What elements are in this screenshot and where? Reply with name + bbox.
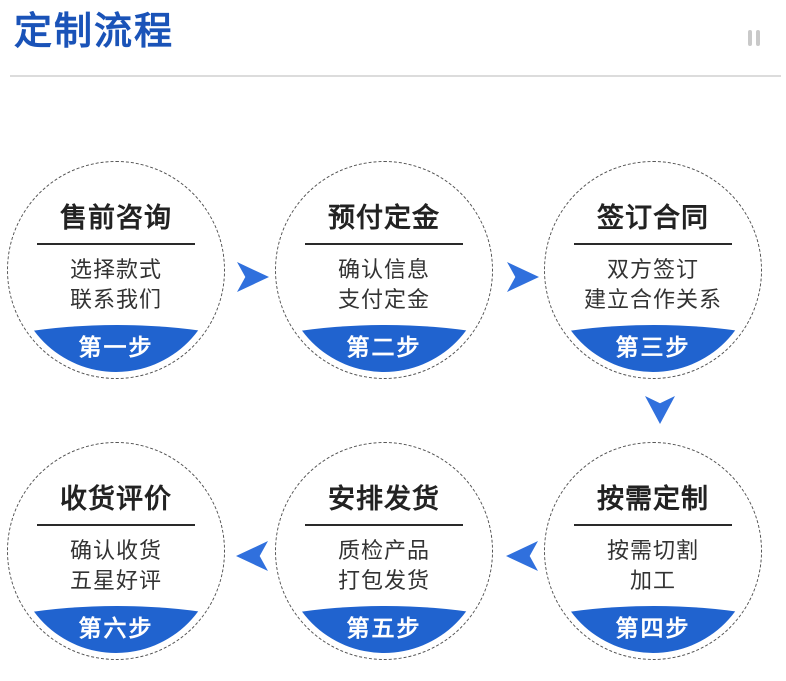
step-circle-4: 按需定制 按需切割 加工 第四步 bbox=[544, 442, 762, 660]
step-circle-2-content: 预付定金 确认信息 支付定金 第二步 bbox=[282, 168, 486, 372]
step-circle-3: 签订合同 双方签订 建立合作关系 第三步 bbox=[544, 161, 762, 379]
arrow-right-icon bbox=[237, 262, 269, 292]
step-description: 确认信息 支付定金 bbox=[282, 255, 486, 315]
step-description: 质检产品 打包发货 bbox=[282, 536, 486, 596]
arrow-down-icon bbox=[645, 396, 675, 424]
step-title-divider bbox=[37, 524, 195, 526]
step-title: 收货评价 bbox=[60, 484, 172, 514]
step-description-line: 选择款式 bbox=[69, 257, 162, 282]
step-title-divider bbox=[574, 243, 732, 245]
step-badge: 第三步 bbox=[615, 334, 691, 360]
step-description-line: 质检产品 bbox=[337, 538, 430, 563]
step-badge-band bbox=[14, 606, 218, 653]
step-title-divider bbox=[305, 243, 463, 245]
step-circle-3-content: 签订合同 双方签订 建立合作关系 第三步 bbox=[551, 168, 755, 372]
step-badge: 第四步 bbox=[615, 615, 691, 641]
step-badge: 第六步 bbox=[78, 615, 154, 641]
step-title: 安排发货 bbox=[328, 484, 440, 514]
step-description: 双方签订 建立合作关系 bbox=[551, 255, 755, 315]
step-badge: 第一步 bbox=[78, 334, 154, 360]
step-title-divider bbox=[37, 243, 195, 245]
step-description-line: 确认信息 bbox=[337, 257, 430, 282]
step-title-divider bbox=[574, 524, 732, 526]
arrow-right-icon bbox=[507, 262, 539, 292]
step-title-divider bbox=[305, 524, 463, 526]
step-description-line: 打包发货 bbox=[337, 568, 430, 593]
step-title: 按需定制 bbox=[597, 484, 709, 514]
step-badge-band bbox=[14, 325, 218, 372]
step-circle-2: 预付定金 确认信息 支付定金 第二步 bbox=[275, 161, 493, 379]
step-title: 预付定金 bbox=[328, 203, 440, 233]
step-circle-6-content: 收货评价 确认收货 五星好评 第六步 bbox=[14, 449, 218, 653]
step-description: 确认收货 五星好评 bbox=[14, 536, 218, 596]
step-description-line: 联系我们 bbox=[69, 287, 162, 312]
step-circle-5: 安排发货 质检产品 打包发货 第五步 bbox=[275, 442, 493, 660]
step-description-line: 五星好评 bbox=[69, 568, 162, 593]
step-circle-1-content: 售前咨询 选择款式 联系我们 第一步 bbox=[14, 168, 218, 372]
step-description-line: 双方签订 bbox=[606, 257, 699, 282]
step-description-line: 按需切割 bbox=[606, 538, 699, 563]
step-description: 选择款式 联系我们 bbox=[14, 255, 218, 315]
pause-bars-icon bbox=[748, 30, 760, 46]
step-description-line: 确认收货 bbox=[69, 538, 162, 563]
step-badge-band bbox=[551, 606, 755, 653]
step-circle-6: 收货评价 确认收货 五星好评 第六步 bbox=[7, 442, 225, 660]
page-title: 定制流程 bbox=[14, 11, 175, 53]
step-circle-1: 售前咨询 选择款式 联系我们 第一步 bbox=[7, 161, 225, 379]
step-description-line: 建立合作关系 bbox=[583, 287, 722, 312]
arrow-left-icon bbox=[236, 541, 268, 571]
header-divider bbox=[10, 75, 781, 77]
step-badge: 第五步 bbox=[346, 615, 422, 641]
step-badge-band bbox=[282, 606, 486, 653]
step-circle-4-content: 按需定制 按需切割 加工 第四步 bbox=[551, 449, 755, 653]
step-description-line: 加工 bbox=[629, 568, 676, 593]
step-description-line: 支付定金 bbox=[337, 287, 430, 312]
step-badge: 第二步 bbox=[346, 334, 422, 360]
step-title: 售前咨询 bbox=[60, 203, 172, 233]
step-badge-band bbox=[551, 325, 755, 372]
arrow-left-icon bbox=[506, 541, 538, 571]
step-title: 签订合同 bbox=[597, 203, 709, 233]
step-badge-band bbox=[282, 325, 486, 372]
step-circle-5-content: 安排发货 质检产品 打包发货 第五步 bbox=[282, 449, 486, 653]
step-description: 按需切割 加工 bbox=[551, 536, 755, 596]
